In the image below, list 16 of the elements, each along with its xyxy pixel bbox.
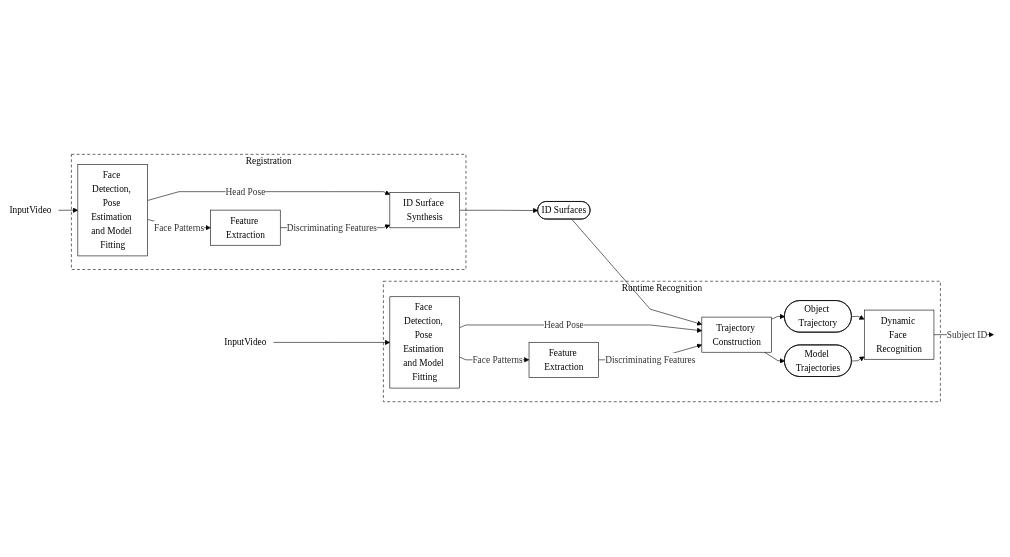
- edge-label: Subject ID: [946, 329, 988, 340]
- edge-label: Face Patterns: [153, 222, 205, 233]
- node-box: Face Detection, Pose Estimation and Model Fitting: [77, 164, 148, 257]
- edge-label: Discriminating Features: [605, 355, 696, 365]
- edge-label: Head Pose: [225, 186, 266, 197]
- node-text: InputVideo: [224, 337, 267, 348]
- node-box: Face Detection, Pose Estimation and Model Fitting: [389, 296, 460, 389]
- node-box: Feature Extraction: [210, 210, 281, 246]
- edge-label: Head Pose: [543, 320, 584, 331]
- node-text: InputVideo: [9, 205, 52, 216]
- node-box: Feature Extraction: [528, 342, 599, 379]
- edge-label: Discriminating Features: [286, 222, 377, 233]
- node-box: Dynamic Face Recognition: [864, 310, 935, 361]
- node-box: ID Surface Synthesis: [389, 192, 460, 229]
- node-box: Trajectory Construction: [701, 317, 772, 353]
- edge-label: Face Patterns: [472, 355, 523, 365]
